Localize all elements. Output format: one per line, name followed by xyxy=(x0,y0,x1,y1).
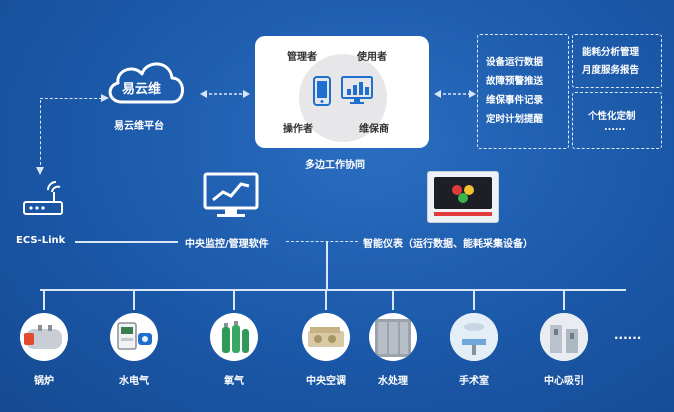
meter-indicator-green xyxy=(458,193,468,203)
arrow-ecs-end xyxy=(36,167,44,175)
central-ac-icon xyxy=(308,327,344,347)
trunk-vertical xyxy=(326,242,328,290)
line-central-meter xyxy=(286,241,358,242)
meter-indicator-red xyxy=(452,185,462,195)
arrow-platform-end xyxy=(101,94,109,102)
drop-suction xyxy=(563,290,565,310)
device-label-hvac: 中央空调 xyxy=(306,376,346,387)
device-label-utility: 水电气 xyxy=(119,376,149,387)
role-manager: 管理者 xyxy=(287,52,317,63)
boiler-icon xyxy=(24,325,62,349)
device-label-oxygen: 氧气 xyxy=(224,376,244,387)
device-label-suction: 中心吸引 xyxy=(544,376,584,387)
features-box-right-top xyxy=(572,34,662,88)
device-label-boiler: 锅炉 xyxy=(34,376,54,387)
cloud-icon xyxy=(108,62,184,104)
role-maintainer: 维保商 xyxy=(359,124,389,135)
features-box-right-bottom xyxy=(572,92,662,149)
device-hvac xyxy=(302,313,350,361)
link-platform-ecs-vertical xyxy=(40,100,41,170)
central-software-label: 中央监控/管理软件 xyxy=(185,239,269,250)
device-oxygen xyxy=(210,313,258,361)
feature-fault-alert: 故障预警推送 xyxy=(486,76,544,87)
platform-label: 易云维平台 xyxy=(114,121,164,132)
feature-monthly-report: 月度服务报告 xyxy=(582,65,640,76)
oxygen-cylinder-icon xyxy=(222,321,249,353)
central-monitor-icon xyxy=(203,172,259,217)
feature-schedule-reminder: 定时计划提醒 xyxy=(486,114,544,125)
monitor-chart-icon xyxy=(341,76,373,104)
drop-boiler xyxy=(43,290,45,310)
arrow-collab-features xyxy=(434,90,476,98)
feature-energy-analysis: 能耗分析管理 xyxy=(582,47,640,58)
utility-meter-icon xyxy=(117,322,152,350)
smart-meter-label: 智能仪表（运行数据、能耗采集设备） xyxy=(363,239,533,250)
device-central-suction xyxy=(540,313,588,361)
device-operating-room xyxy=(450,313,498,361)
device-boiler xyxy=(20,313,68,361)
smart-meter-screen xyxy=(434,177,492,209)
cloud-platform: 易云维 xyxy=(100,52,190,112)
drop-water xyxy=(392,290,394,310)
collaboration-label: 多边工作协同 xyxy=(305,160,365,171)
drop-oxygen xyxy=(233,290,235,310)
router-icon xyxy=(23,181,63,215)
device-label-operating-room: 手术室 xyxy=(459,376,489,387)
arrow-platform-collab xyxy=(200,90,250,98)
device-water-treatment xyxy=(369,313,417,361)
drop-utility xyxy=(133,290,135,310)
role-operator: 操作者 xyxy=(283,124,313,135)
link-platform-ecs-horizontal xyxy=(40,98,102,99)
smart-meter-strip xyxy=(434,212,492,216)
features-box-left xyxy=(477,34,569,149)
cloud-text: 易云维 xyxy=(122,82,162,97)
collaboration-box: 管理者 使用者 操作者 维保商 xyxy=(255,36,429,148)
feature-customization: 个性化定制 xyxy=(588,111,636,122)
device-bus xyxy=(40,289,626,291)
feature-more: ...... xyxy=(604,122,626,133)
drop-hvac xyxy=(325,290,327,310)
meter-indicator-yellow xyxy=(464,185,474,195)
feature-maintenance-record: 维保事件记录 xyxy=(486,95,544,106)
device-label-water: 水处理 xyxy=(378,376,408,387)
device-utility xyxy=(110,313,158,361)
phone-icon xyxy=(313,76,331,106)
operating-room-icon xyxy=(450,313,498,361)
line-ecs-central xyxy=(75,241,178,243)
smart-meter-device xyxy=(427,171,499,223)
ecs-link-label: ECS-Link xyxy=(16,235,66,246)
feature-device-data: 设备运行数据 xyxy=(486,57,544,68)
more-devices: ...... xyxy=(614,328,642,342)
central-suction-icon xyxy=(540,313,588,361)
drop-operating-room xyxy=(473,290,475,310)
water-treatment-icon xyxy=(375,319,411,357)
role-user: 使用者 xyxy=(357,52,387,63)
